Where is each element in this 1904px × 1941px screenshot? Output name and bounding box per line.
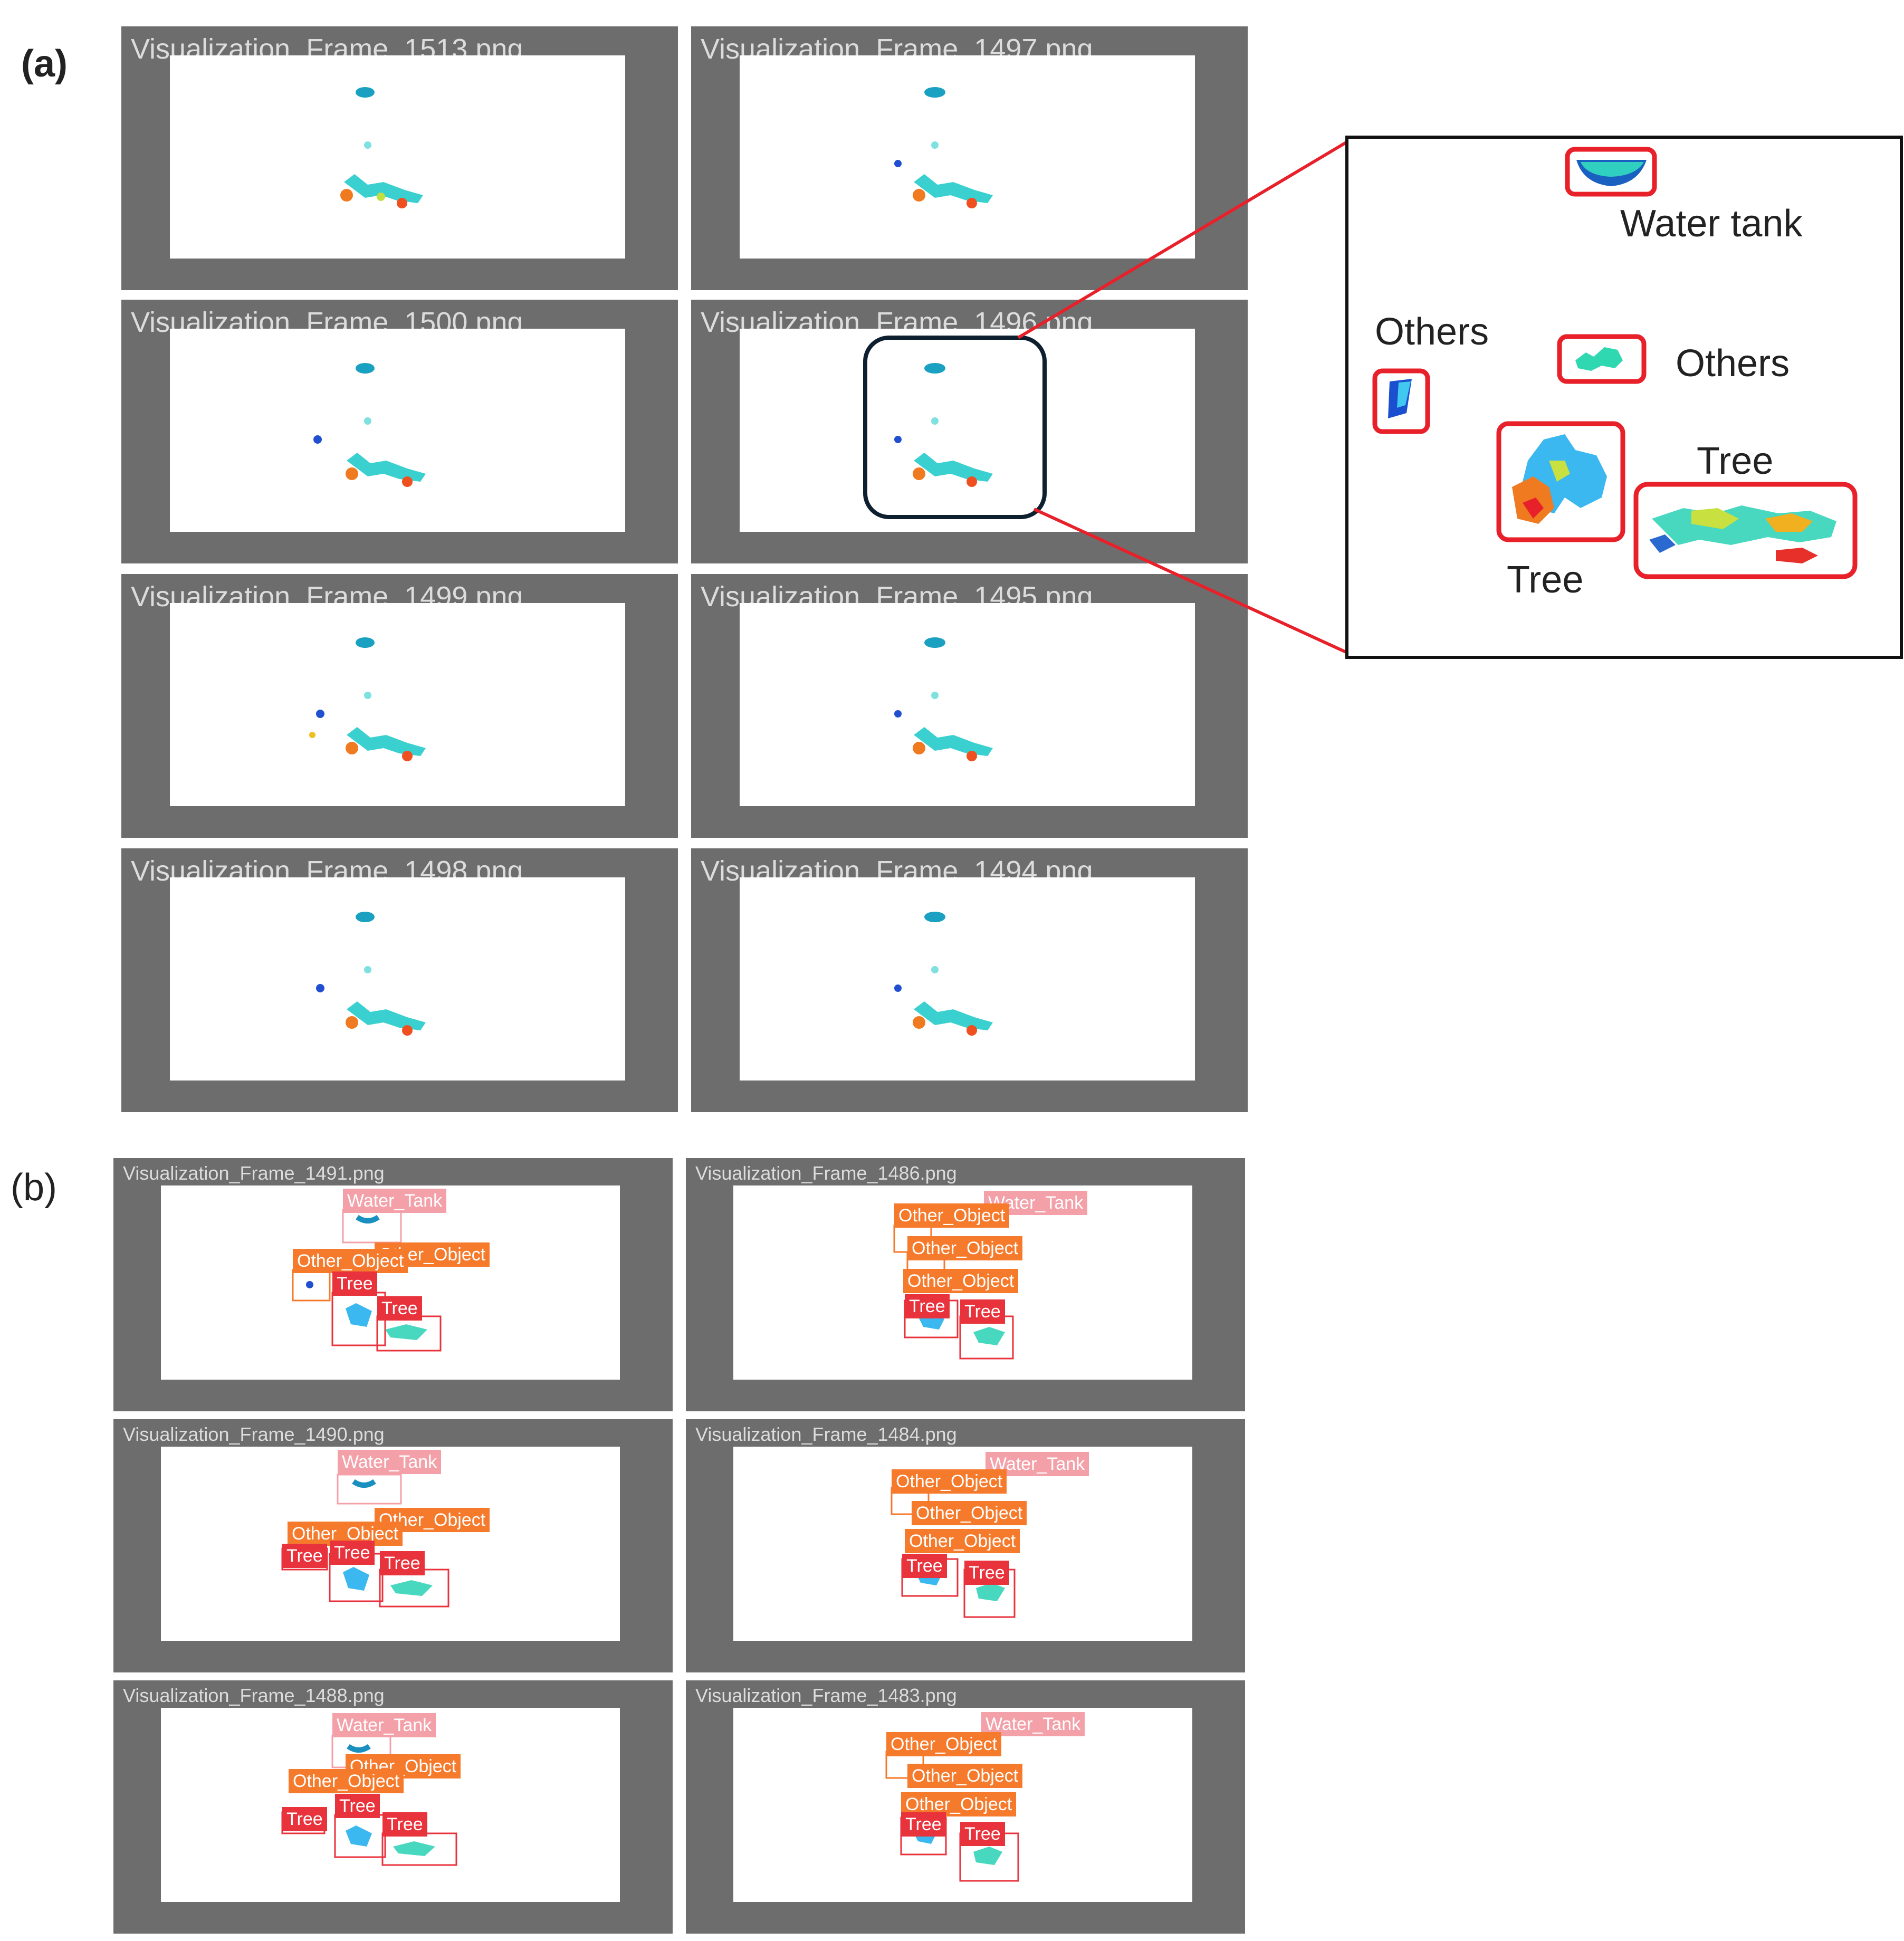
other-object-label: Other_Object [903, 1269, 1019, 1293]
tree-label: Tree [960, 1299, 1005, 1324]
tree-label: Tree [960, 1822, 1005, 1846]
other-object-label: Other_Object [886, 1732, 1002, 1756]
point-cloud [313, 363, 426, 487]
label-water-tank: Water tank [1620, 203, 1803, 245]
label-others-left: Others [1375, 311, 1489, 353]
label-others-right: Others [1676, 342, 1790, 385]
frame-tile: Visualization_Frame_1513.png [121, 26, 678, 290]
point-cloud [894, 912, 993, 1036]
tree-label: Tree [905, 1294, 950, 1318]
other-object-label: Other_Object [892, 1469, 1007, 1494]
tree-label: Tree [335, 1794, 380, 1818]
frame-label: Visualization_Frame_1483.png [695, 1685, 957, 1706]
frame-tile: Visualization_Frame_1490.png Water_Tank … [113, 1419, 673, 1672]
frame-label: Visualization_Frame_1488.png [123, 1685, 385, 1706]
frame-tile: Visualization_Frame_1495.png [691, 574, 1248, 838]
tree-label: Tree [332, 1271, 377, 1296]
tree-label: Tree [282, 1544, 327, 1568]
label-tree-left: Tree [1507, 559, 1584, 601]
other-object-label: Other_Object [289, 1769, 404, 1793]
panel-b-letter: (b) [11, 1166, 57, 1209]
other-object-label: Other_Object [912, 1501, 1027, 1525]
tree-label: Tree [330, 1541, 375, 1565]
other-object-label: Other_Object [905, 1529, 1020, 1553]
tree-label: Tree [282, 1807, 327, 1831]
water-tank-label: Water_Tank [332, 1713, 436, 1737]
frame-label: Visualization_Frame_1491.png [123, 1162, 385, 1184]
tree-label: Tree [964, 1561, 1009, 1585]
point-cloud [894, 87, 993, 208]
tree-label: Tree [377, 1296, 422, 1321]
point-cloud [894, 637, 993, 761]
other-object-label: Other_Object [907, 1764, 1023, 1788]
panel-a-letter: (a) [21, 43, 68, 85]
tree-label: Tree [380, 1551, 425, 1575]
point-cloud [340, 87, 423, 208]
frame-label: Visualization_Frame_1486.png [695, 1162, 957, 1184]
other-object-label: Other_Object [293, 1249, 408, 1273]
frame-label: Visualization_Frame_1484.png [695, 1423, 957, 1445]
frame-tile: Visualization_Frame_1497.png [691, 26, 1248, 290]
frame-tile: Visualization_Frame_1491.png Water_Tank … [113, 1158, 673, 1411]
other-object-label: Other_Object [894, 1203, 1010, 1228]
frame-label: Visualization_Frame_1490.png [123, 1423, 385, 1445]
frame-tile: Visualization_Frame_1486.png Water_Tank … [686, 1158, 1245, 1411]
zoom-inset: Water tank Others Others Tree Tree [1345, 136, 1903, 659]
water-tank-label: Water_Tank [338, 1450, 442, 1474]
frame-tile: Visualization_Frame_1488.png Water_Tank … [113, 1680, 673, 1934]
frame-tile: Visualization_Frame_1494.png [691, 848, 1248, 1112]
label-tree-right: Tree [1697, 440, 1774, 482]
frame-tile: Visualization_Frame_1496.png [691, 300, 1248, 563]
point-cloud [316, 912, 426, 1036]
other-object-label: Other_Object [907, 1236, 1023, 1260]
other-object-label: Other_Object [288, 1522, 403, 1546]
frame-tile: Visualization_Frame_1498.png [121, 848, 678, 1112]
frame-tile: Visualization_Frame_1500.png [121, 300, 678, 563]
zoom-point-cloud [1372, 147, 1858, 579]
frame-tile: Visualization_Frame_1499.png [121, 574, 678, 838]
frame-tile: Visualization_Frame_1483.png Water_Tank … [686, 1680, 1245, 1934]
point-cloud [894, 363, 993, 487]
frame-tile: Visualization_Frame_1484.png Water_Tank … [686, 1419, 1245, 1672]
water-tank-label: Water_Tank [981, 1712, 1085, 1736]
detection-boxes [292, 1209, 442, 1352]
point-cloud [309, 637, 426, 761]
tree-label: Tree [902, 1554, 947, 1578]
water-tank-label: Water_Tank [343, 1189, 447, 1213]
tree-label: Tree [901, 1812, 946, 1837]
tree-label: Tree [382, 1812, 427, 1837]
